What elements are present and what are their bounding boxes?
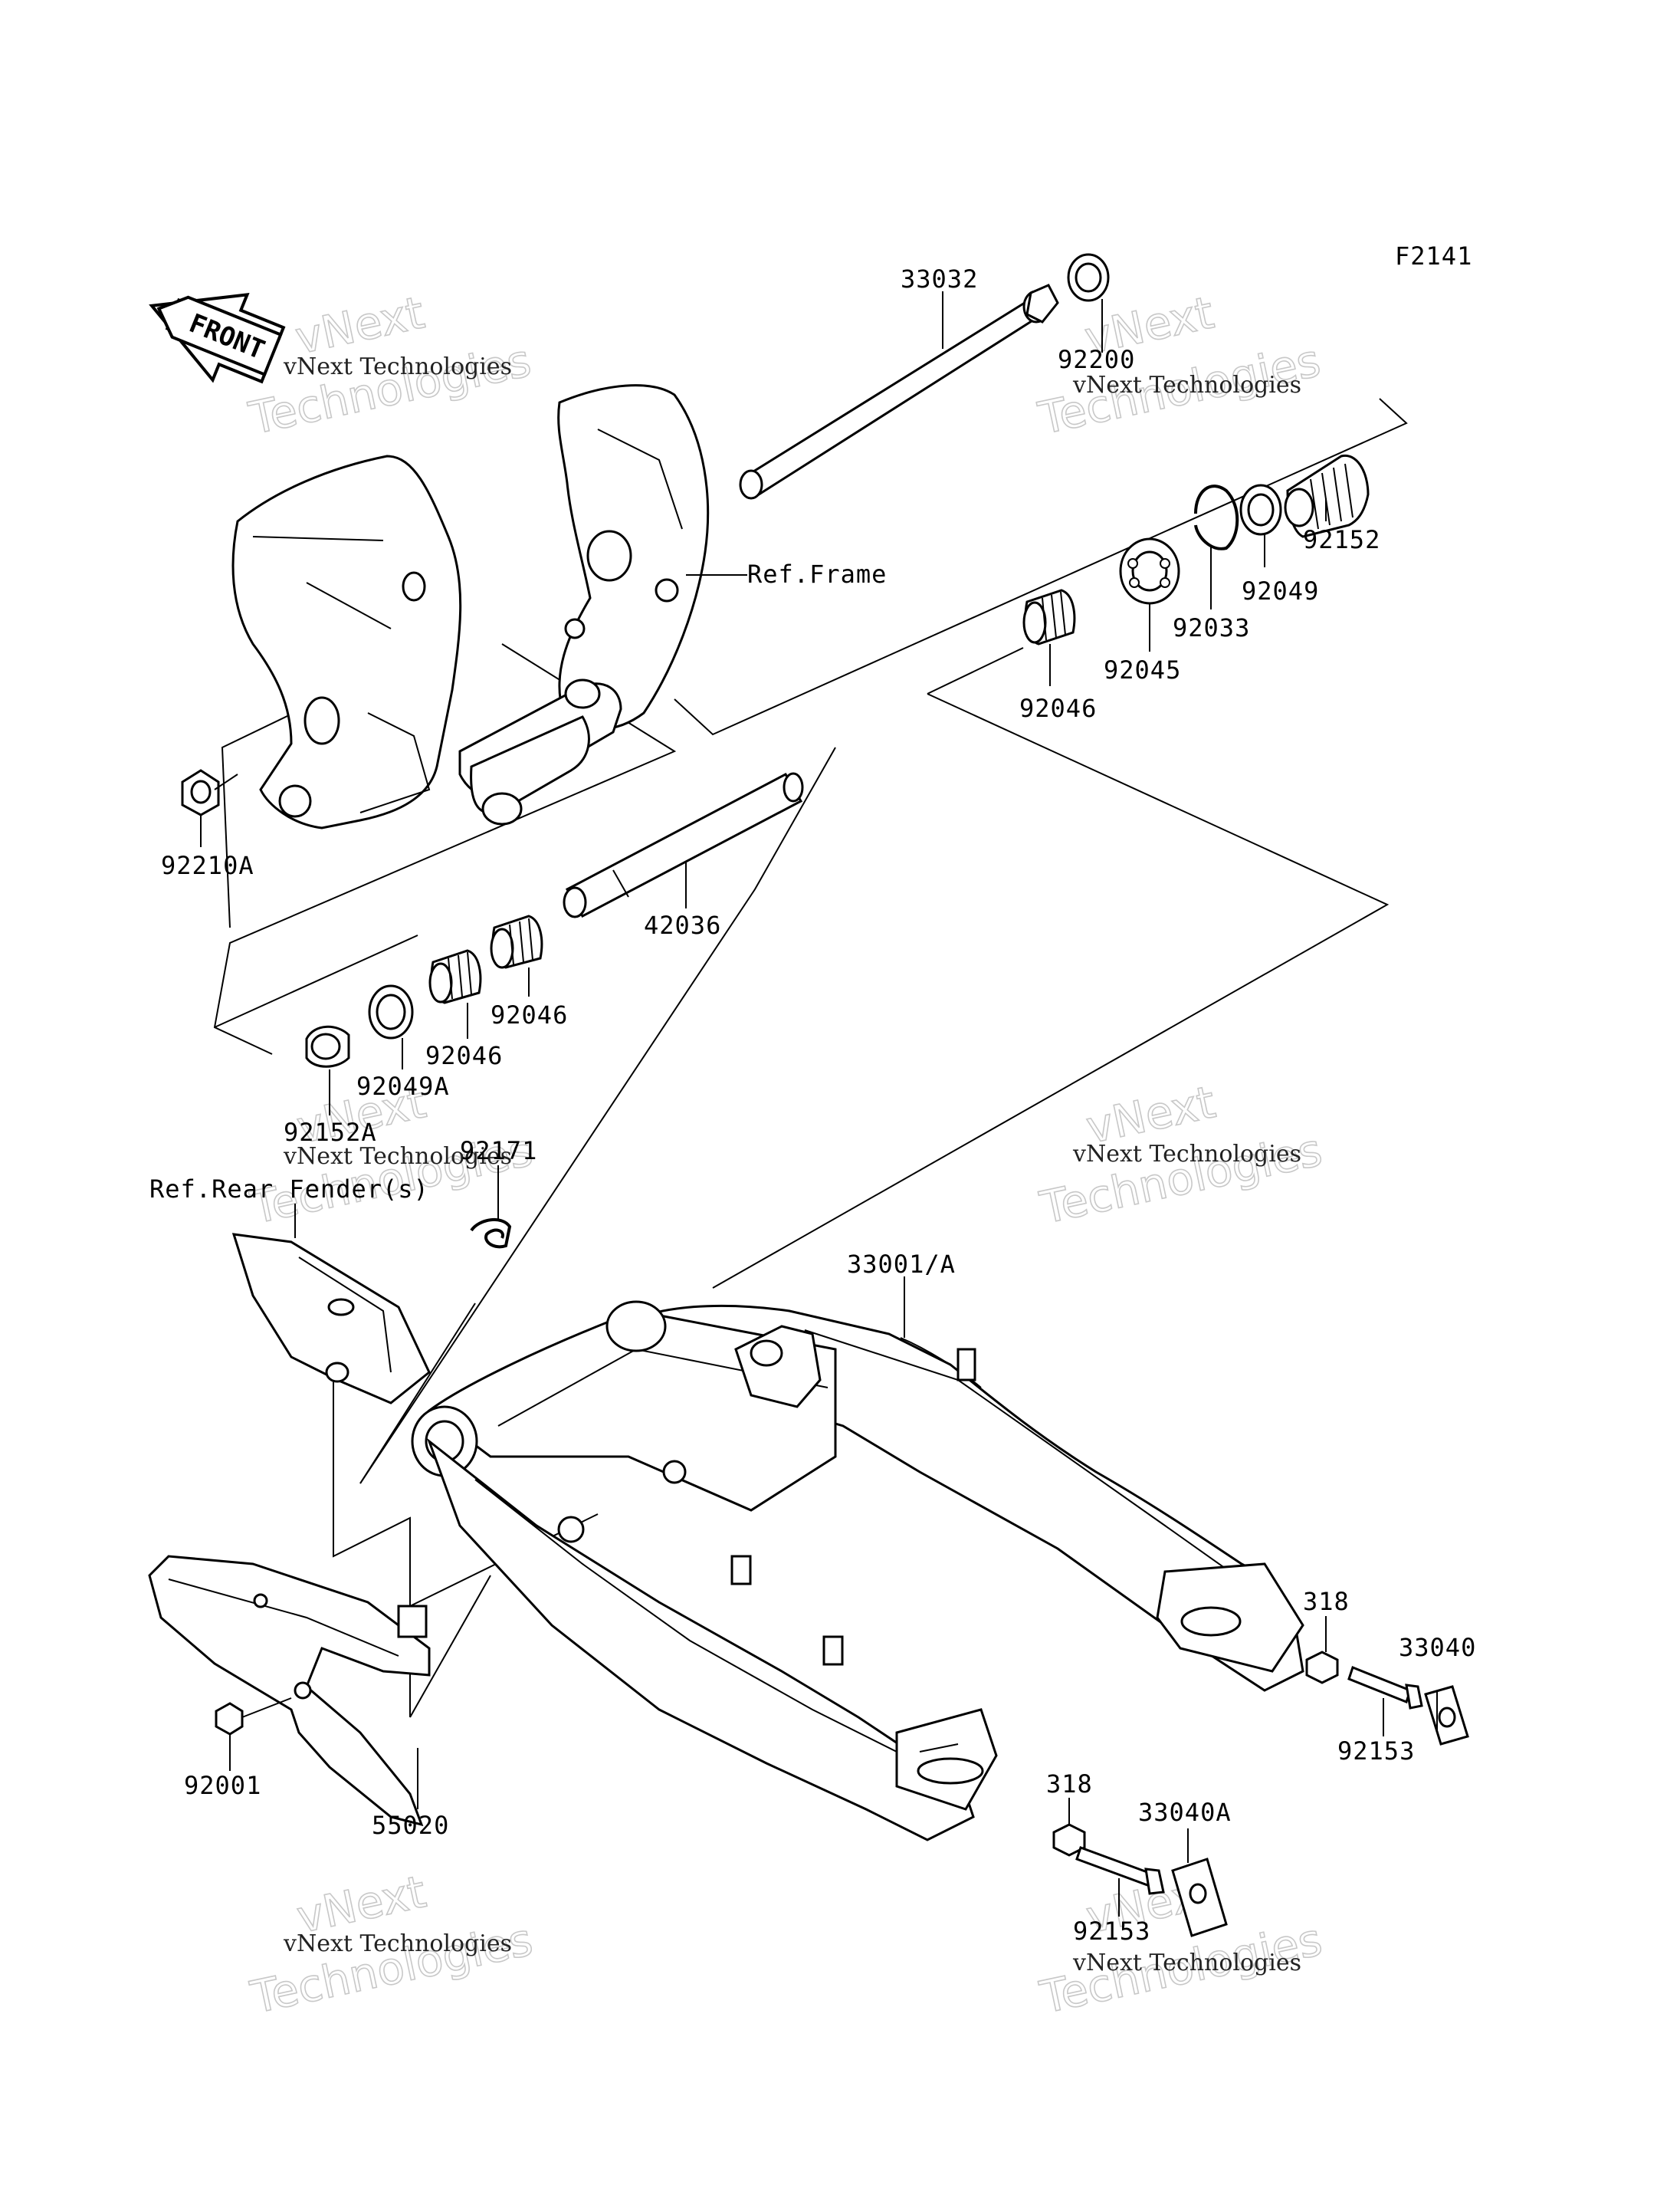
label-92046-top: 92046 <box>1019 694 1097 723</box>
watermark-caption-mid-left: vNext Technologies <box>283 1143 512 1170</box>
nut-318-a <box>1305 1651 1339 1684</box>
label-92001: 92001 <box>184 1771 261 1800</box>
label-33040A: 33040A <box>1138 1798 1232 1827</box>
bolt-92153-b <box>1075 1846 1165 1895</box>
circlip-92033 <box>1194 485 1239 550</box>
nut-92210A <box>181 769 220 816</box>
bolt-92153-a <box>1347 1666 1423 1710</box>
label-92033: 92033 <box>1173 613 1250 642</box>
dust-seal-92152 <box>1284 454 1370 538</box>
watermark-caption-bottom-right: vNext Technologies <box>1072 1950 1301 1976</box>
swingarm-33001A <box>411 1300 1304 1841</box>
sleeve-42036 <box>563 772 804 918</box>
clip-92171 <box>470 1217 512 1249</box>
label-ref-rear-fender: Ref.Rear Fender(s) <box>149 1174 429 1204</box>
label-318-a: 318 <box>1303 1587 1350 1616</box>
svg-text:Technologies: Technologies <box>244 334 536 445</box>
bolt-92001 <box>215 1697 292 1736</box>
figure-code: F2141 <box>1395 241 1472 271</box>
label-92049A: 92049A <box>356 1072 450 1101</box>
rear-fender-piece <box>231 1233 431 1404</box>
label-33001A: 33001/A <box>847 1250 956 1279</box>
pivot-shaft-33032 <box>739 284 1059 500</box>
svg-text:vNext: vNext <box>290 286 428 364</box>
adjuster-33040 <box>1424 1685 1469 1746</box>
part-labels: 33032 92200 92152 92049 92033 92045 9204… <box>149 264 1476 1946</box>
label-92046-a: 92046 <box>425 1041 503 1070</box>
watermark-caption-top-left: vNext Technologies <box>283 353 512 380</box>
label-55020: 55020 <box>372 1811 449 1840</box>
label-92152A: 92152A <box>284 1118 377 1147</box>
label-33040: 33040 <box>1399 1633 1476 1662</box>
needle-bearing-92046-a <box>428 949 482 1004</box>
label-92210A: 92210A <box>161 851 254 880</box>
label-33032: 33032 <box>901 264 978 294</box>
needle-bearing-92046-b <box>490 915 543 969</box>
label-ref-frame: Ref.Frame <box>747 560 887 589</box>
label-92152: 92152 <box>1303 525 1380 554</box>
label-92153-a: 92153 <box>1337 1736 1415 1766</box>
label-92200: 92200 <box>1058 345 1135 374</box>
watermark-caption-mid-right: vNext Technologies <box>1072 1141 1301 1168</box>
label-42036: 42036 <box>644 911 721 940</box>
needle-bearing-92046-top <box>1022 589 1076 646</box>
label-leaders <box>200 291 1438 1917</box>
frame-left-plate <box>231 455 462 829</box>
label-92153-b: 92153 <box>1073 1917 1150 1946</box>
nut-92210A-leader <box>214 774 238 790</box>
frame-cross-tube <box>458 678 622 826</box>
label-318-b: 318 <box>1046 1769 1093 1799</box>
dust-seal-92152A <box>305 1025 350 1068</box>
label-92049: 92049 <box>1242 577 1319 606</box>
chain-guard-55020 <box>148 1555 431 1827</box>
watermark-caption-bottom-left: vNext Technologies <box>283 1930 512 1957</box>
frame-right-plate <box>557 384 710 731</box>
front-arrow-icon: FRONT <box>149 292 286 384</box>
label-92171: 92171 <box>460 1136 537 1165</box>
label-92045: 92045 <box>1104 655 1181 685</box>
oil-seal-92049A <box>368 984 414 1040</box>
adjuster-33040A <box>1171 1858 1228 1937</box>
ball-bearing-92045 <box>1119 537 1180 605</box>
oil-seal-92049 <box>1239 484 1282 536</box>
label-92046-b: 92046 <box>491 1000 568 1030</box>
nut-92200 <box>1067 253 1110 302</box>
watermark-caption-top-right: vNext Technologies <box>1072 372 1301 399</box>
